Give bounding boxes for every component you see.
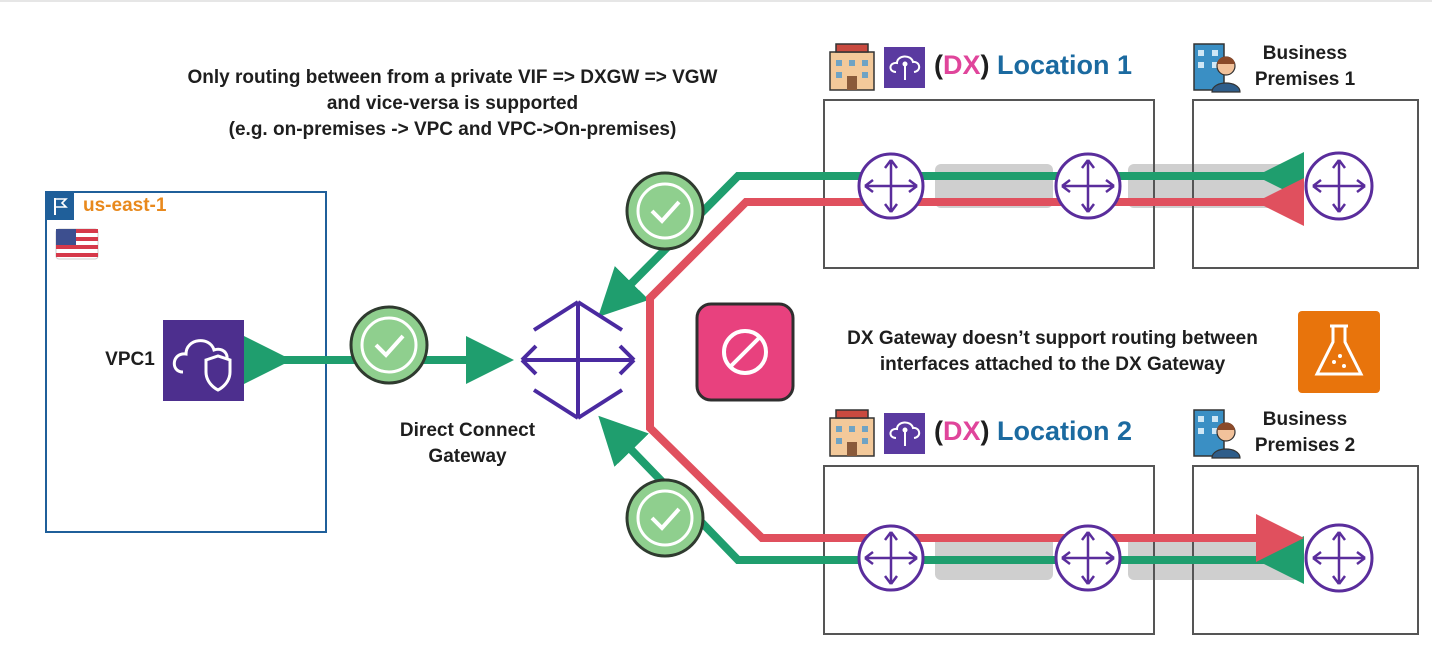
middle-note-line: DX Gateway doesn’t support routing betwe…	[847, 328, 1258, 349]
us-flag-icon	[55, 228, 99, 260]
location-1-dx: DX	[943, 50, 981, 80]
denied-path	[646, 178, 1304, 562]
premises-2-line: Business	[1262, 409, 1348, 430]
region-flag-icon	[46, 192, 74, 220]
premises-1-line: Premises 1	[1254, 69, 1356, 90]
router-icon	[1054, 152, 1122, 220]
gateway-label-line: Gateway	[428, 446, 507, 467]
location-2-open: (	[934, 416, 943, 446]
premises-1-label: Business Premises 1	[1240, 41, 1370, 93]
router-icon	[1054, 524, 1122, 592]
location-1-name: Location 1	[989, 50, 1133, 80]
office-building-icon	[1193, 43, 1241, 93]
premises-1-line: Business	[1262, 43, 1348, 64]
router-icon	[1304, 523, 1374, 593]
top-note-line: and vice-versa is supported	[326, 93, 579, 114]
vpc-shield-icon	[163, 320, 244, 401]
location-1-close: )	[980, 50, 990, 80]
blocked-icon	[695, 302, 795, 402]
premises-2-label: Business Premises 2	[1240, 407, 1370, 459]
gateway-label: Direct Connect Gateway	[385, 418, 550, 470]
location-1-title: (DX) Location 1	[934, 50, 1132, 81]
location-2-dx: DX	[943, 416, 981, 446]
location-2-title: (DX) Location 2	[934, 416, 1132, 447]
lab-flask-icon	[1298, 311, 1380, 393]
vpc-label: VPC1	[105, 349, 155, 370]
gateway-label-line: Direct Connect	[399, 420, 536, 441]
top-note-line: (e.g. on-premises -> VPC and VPC->On-pre…	[228, 119, 677, 140]
region-name: us-east-1	[83, 195, 167, 216]
middle-note: DX Gateway doesn’t support routing betwe…	[820, 326, 1285, 378]
location-2-name: Location 2	[989, 416, 1133, 446]
router-icon	[857, 524, 925, 592]
location-1-open: (	[934, 50, 943, 80]
router-icon	[857, 152, 925, 220]
middle-note-line: interfaces attached to the DX Gateway	[879, 354, 1226, 375]
premises-2-line: Premises 2	[1254, 435, 1356, 456]
top-note-line: Only routing between from a private VIF …	[187, 67, 718, 88]
building-icon	[829, 43, 875, 91]
check-icon	[625, 478, 705, 558]
check-icon	[625, 171, 705, 251]
dx-location-icon	[884, 47, 925, 88]
router-icon	[1304, 151, 1374, 221]
location-2-close: )	[980, 416, 990, 446]
dx-location-icon	[884, 413, 925, 454]
gateway-icon	[520, 300, 636, 420]
check-icon	[349, 305, 429, 385]
top-divider	[0, 0, 1432, 2]
office-building-icon	[1193, 409, 1241, 459]
top-note: Only routing between from a private VIF …	[140, 65, 765, 143]
building-icon	[829, 409, 875, 457]
